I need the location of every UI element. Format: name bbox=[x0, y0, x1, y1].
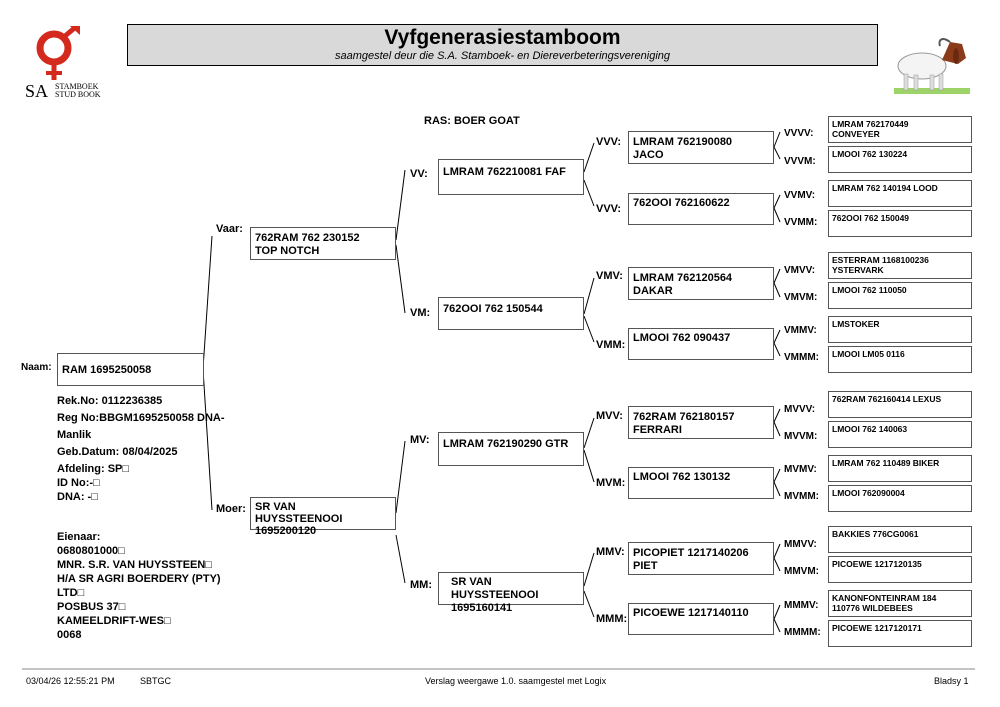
subject-rek-no: Rek.No: 0112236385 bbox=[57, 395, 163, 407]
gen4-label: VMVV: bbox=[784, 265, 816, 276]
owner-block: Eienaar: 0680801000□ MNR. S.R. VAN HUYSS… bbox=[57, 530, 221, 642]
gen4-label: VVMM: bbox=[784, 217, 818, 228]
vv-box: LMRAM 762210081 FAF bbox=[438, 159, 584, 195]
gen4-label: MVMM: bbox=[784, 491, 819, 502]
gen3-label: VMM: bbox=[596, 339, 626, 351]
owner-line: 0680801000□ bbox=[57, 545, 125, 557]
gen4-box: LMOOI 762 140063 bbox=[828, 421, 972, 448]
gen4-box: LMRAM 762170449 CONVEYER bbox=[828, 116, 972, 143]
subject-id-no: ID No:-□ bbox=[57, 477, 100, 489]
logo-sa-text: SA bbox=[25, 81, 49, 101]
gen4-box: LMRAM 762 110489 BIKER bbox=[828, 455, 972, 482]
mm-box: SR VAN HUYSSTEENOOI 1695160141 bbox=[438, 572, 584, 614]
gen3-box: 762OOI 762160622 bbox=[628, 193, 774, 225]
owner-line: LTD□ bbox=[57, 587, 85, 599]
gen4-label: MVMV: bbox=[784, 464, 817, 475]
gen4-box: LMSTOKER bbox=[828, 316, 972, 343]
mv-label: MV: bbox=[410, 434, 430, 446]
gen4-box: PICOEWE 1217120171 bbox=[828, 620, 972, 647]
gen3-box: LMRAM 762190080 JACO bbox=[628, 131, 774, 164]
breed-label: RAS: BOER GOAT bbox=[424, 115, 520, 127]
gen3-box: LMOOI 762 090437 bbox=[628, 328, 774, 360]
subject-label: Naam: bbox=[21, 362, 52, 373]
vm-box: 762OOI 762 150544 bbox=[438, 297, 584, 330]
owner-line: POSBUS 37□ bbox=[57, 601, 126, 613]
owner-line: KAMEELDRIFT-WES□ bbox=[57, 615, 171, 627]
gen4-label: MMMV: bbox=[784, 600, 819, 611]
gen3-box: LMOOI 762 130132 bbox=[628, 467, 774, 499]
gen4-label: MMVV: bbox=[784, 539, 817, 550]
gen4-label: VMVM: bbox=[784, 292, 818, 303]
subject-name: RAM 1695250058 bbox=[62, 364, 152, 376]
gen3-box: PICOPIET 1217140206 PIET bbox=[628, 542, 774, 575]
gen4-label: MMMM: bbox=[784, 627, 821, 638]
logo-line1: STAMBOEK bbox=[55, 82, 99, 91]
gen3-label: MVM: bbox=[596, 477, 626, 489]
gen4-label: VVVV: bbox=[784, 128, 814, 139]
gen3-box: LMRAM 762120564 DAKAR bbox=[628, 267, 774, 300]
gen3-label: VVV: bbox=[596, 136, 622, 148]
owner-line: H/A SR AGRI BOERDERY (PTY) bbox=[57, 573, 221, 585]
gen4-label: VVMV: bbox=[784, 190, 816, 201]
owner-label: Eienaar: bbox=[57, 531, 101, 543]
gen4-label: VVVM: bbox=[784, 156, 816, 167]
subject-dna: DNA: -□ bbox=[57, 491, 98, 503]
gen4-box: BAKKIES 776CG0061 bbox=[828, 526, 972, 553]
mv-box: LMRAM 762190290 GTR bbox=[438, 432, 584, 466]
owner-line: MNR. S.R. VAN HUYSSTEEN□ bbox=[57, 559, 212, 571]
mm-label: MM: bbox=[410, 579, 432, 591]
stud-book-logo-icon bbox=[36, 26, 80, 80]
gen4-label: VMMM: bbox=[784, 352, 819, 363]
gen4-label: MVVM: bbox=[784, 431, 818, 442]
gen3-label: VMV: bbox=[596, 270, 623, 282]
gen4-box: 762RAM 762160414 LEXUS bbox=[828, 391, 972, 418]
gen3-label: MMV: bbox=[596, 546, 625, 558]
gen4-box: LMOOI 762 130224 bbox=[828, 146, 972, 173]
gen3-label: MMM: bbox=[596, 613, 628, 625]
gen4-box: LMOOI 762090004 bbox=[828, 485, 972, 512]
subject-birth-date: Geb.Datum: 08/04/2025 bbox=[57, 446, 178, 458]
vaar-box: 762RAM 762 230152 TOP NOTCH bbox=[250, 227, 396, 260]
gen4-box: LMOOI 762 110050 bbox=[828, 282, 972, 309]
footer-page: Bladsy 1 bbox=[934, 676, 969, 686]
gen4-box: KANONFONTEINRAM 184 110776 WILDEBEES bbox=[828, 590, 972, 617]
gen3-box: PICOEWE 1217140110 bbox=[628, 603, 774, 635]
subject-details: Rek.No: 0112236385 Reg No:BBGM1695250058… bbox=[57, 393, 225, 504]
gen4-box: ESTERRAM 1168100236 YSTERVARK bbox=[828, 252, 972, 279]
subject-sex: Manlik bbox=[57, 429, 92, 441]
gen3-label: VVV: bbox=[596, 203, 622, 215]
gen3-label: MVV: bbox=[596, 410, 623, 422]
logo-line2: STUD BOOK bbox=[55, 90, 101, 99]
vm-label: VM: bbox=[410, 307, 431, 319]
gen4-box: 762OOI 762 150049 bbox=[828, 210, 972, 237]
vv-label: VV: bbox=[410, 168, 428, 180]
moer-label: Moer: bbox=[216, 503, 246, 515]
footer-datetime: 03/04/26 12:55:21 PM bbox=[26, 676, 115, 686]
vaar-label: Vaar: bbox=[216, 223, 243, 235]
gen4-label: VMMV: bbox=[784, 325, 817, 336]
footer-report: Verslag weergawe 1.0. saamgestel met Log… bbox=[425, 676, 607, 686]
owner-line: 0068 bbox=[57, 629, 82, 641]
logo-stud-text: STAMBOEK STUD BOOK bbox=[55, 83, 101, 99]
subject-reg-no: Reg No:BBGM1695250058 DNA- bbox=[57, 412, 225, 424]
moer-box: SR VAN HUYSSTEENOOI 1695200120 bbox=[250, 497, 396, 537]
gen4-box: LMOOI LM05 0116 bbox=[828, 346, 972, 373]
subject-afdeling: Afdeling: SP□ bbox=[57, 463, 130, 475]
subject-name-box: RAM 1695250058 bbox=[57, 353, 204, 386]
page-subtitle: saamgestel deur die S.A. Stamboek- en Di… bbox=[334, 50, 671, 62]
gen4-box: LMRAM 762 140194 LOOD bbox=[828, 180, 972, 207]
gen4-label: MVVV: bbox=[784, 404, 816, 415]
footer-code: SBTGC bbox=[140, 676, 172, 686]
gen4-label: MMVM: bbox=[784, 566, 819, 577]
gen3-box: 762RAM 762180157 FERRARI bbox=[628, 406, 774, 439]
gen4-box: PICOEWE 1217120135 bbox=[828, 556, 972, 583]
title-banner: Vyfgenerasiestamboom saamgestel deur die… bbox=[127, 24, 878, 66]
boer-goat-icon bbox=[894, 38, 970, 94]
page-title: Vyfgenerasiestamboom bbox=[384, 26, 621, 49]
